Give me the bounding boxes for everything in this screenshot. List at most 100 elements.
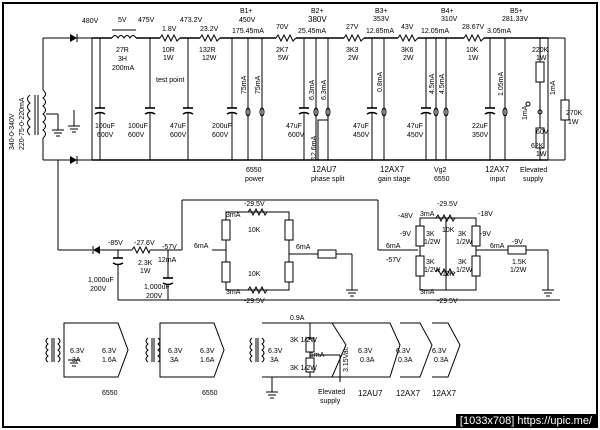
- lb-m295a: -29.5V: [244, 201, 265, 208]
- b1-voltage-label: 450V: [239, 17, 256, 24]
- rb-m295a: -29.5V: [437, 201, 458, 208]
- cap3-voltage: 600V: [170, 132, 187, 139]
- r5-watt-label: 2W: [403, 55, 414, 62]
- divider-current-a: 1mA: [522, 105, 529, 120]
- r4-value-label: 3K3: [346, 47, 359, 54]
- tube-6550-role: power: [245, 176, 265, 183]
- tube-12ax7-input-label: 12AX7: [485, 165, 510, 174]
- h2-tube: 6550: [202, 390, 218, 397]
- choke-drop-label: 5V: [118, 17, 127, 24]
- h3-elevated-2: supply: [320, 398, 341, 405]
- r3-drop-label: 70V: [276, 24, 289, 31]
- filter-capacitor: [182, 38, 194, 160]
- b4-voltage-label: 310V: [441, 16, 458, 23]
- elevated-label-1: Elevated: [520, 167, 547, 174]
- cap3-value: 47uF: [170, 123, 186, 130]
- choke-h-label: 3H: [118, 56, 127, 63]
- rb-m9c: -9V: [512, 239, 523, 246]
- cap2-voltage: 600V: [128, 132, 145, 139]
- cap4-voltage: 600V: [212, 132, 229, 139]
- rb-m9a: -9V: [400, 231, 411, 238]
- divider-current-b: 1mA: [550, 80, 557, 95]
- b2-voltage-label: 380V: [308, 15, 327, 24]
- h3-tube-12ax7a: 12AX7: [396, 389, 421, 398]
- r1-value-label: 10R: [162, 47, 175, 54]
- h3-tube-12ax7b: 12AX7: [432, 389, 457, 398]
- h3-tube-12au7: 12AU7: [358, 389, 383, 398]
- rb-3k-d-w: 1/2W: [456, 267, 473, 274]
- ground-symbol: [68, 125, 80, 133]
- ground-symbol: [52, 129, 64, 137]
- cap2-value: 100uF: [128, 123, 148, 130]
- load-126ma: 12.6mA: [311, 136, 318, 160]
- load-75ma-b: 75mA: [255, 75, 262, 94]
- heater-box-6550-a: [45, 322, 129, 378]
- h3-12ax7b-v: 6.3V: [432, 348, 447, 355]
- r2-drop-label: 23.2V: [200, 26, 219, 33]
- r2-watt-label: 12W: [202, 55, 217, 62]
- rb-10k-b: 10K: [442, 271, 455, 278]
- rb-m57: -57V: [386, 257, 401, 264]
- resistor-3k6: [397, 33, 419, 43]
- v475-label: 475V: [138, 17, 155, 24]
- lb-m295b: -29.5V: [244, 298, 265, 305]
- lb-10k-b: 10K: [248, 271, 261, 278]
- r6-drop-label: 28.67V: [462, 24, 485, 31]
- i25-label: 25.45mA: [298, 28, 326, 35]
- transformer-voltage-label: 340-0-340V: [9, 113, 16, 150]
- h3-elevated-1: Elevated: [318, 389, 345, 396]
- h3-divider-current: 1mA: [310, 352, 325, 359]
- cap1-value: 100uF: [95, 123, 115, 130]
- rb-15k: 1.5K: [512, 259, 527, 266]
- b1-name-label: B1+: [240, 8, 253, 15]
- h3-current: 0.9A: [290, 315, 305, 322]
- cap8-voltage: 350V: [472, 132, 489, 139]
- rb-3k-b: 3K: [458, 231, 467, 238]
- h1-secondary-v: 6.3V: [102, 348, 117, 355]
- main-transformer: [27, 38, 59, 160]
- resistor-132r: [199, 33, 221, 43]
- filter-capacitor: [484, 38, 496, 160]
- rb-3k-b-w: 1/2W: [456, 239, 473, 246]
- tube-12ax7-input-role: input: [490, 176, 505, 183]
- load-tap: [259, 38, 265, 160]
- r3-watt-label: 5W: [278, 55, 289, 62]
- h3-12ax7a-a: 0.3A: [398, 357, 413, 364]
- r6-watt-label: 1W: [468, 55, 479, 62]
- load-45ma-b: 4.5mA: [439, 73, 446, 94]
- i12-label: 12.85mA: [366, 28, 394, 35]
- r4-drop-label: 27V: [346, 24, 359, 31]
- resistor-10k-b5: [463, 33, 485, 43]
- elevated-label-2: supply: [523, 176, 544, 183]
- rb-6ma-b: 6mA: [490, 243, 505, 250]
- choke-i-label: 200mA: [112, 65, 135, 72]
- resistor-2k7: [275, 33, 297, 43]
- b2-name-label: B2+: [311, 8, 324, 15]
- bias-bridge-right: [378, 213, 549, 291]
- rb-m295b: -29.5V: [437, 298, 458, 305]
- lb-3ma-a: 3mA: [226, 212, 241, 219]
- rb-m9b: -9V: [480, 231, 491, 238]
- i1205-label: 12.05mA: [421, 28, 449, 35]
- rb-3k-c-w: 1/2W: [424, 267, 441, 274]
- elevated-tap: [537, 109, 543, 115]
- h1-tube: 6550: [102, 390, 118, 397]
- rb-3k-c: 3K: [426, 259, 435, 266]
- h2-secondary-v: 6.3V: [200, 348, 215, 355]
- b4-name-label: B4+: [441, 8, 454, 15]
- cap6-voltage: 450V: [353, 132, 370, 139]
- r62k-watt: 1W: [536, 151, 547, 158]
- test-point-label: test point: [156, 77, 184, 84]
- bias-v85: -85V: [108, 240, 123, 247]
- ground-symbol: [542, 289, 554, 297]
- r5-value-label: 3K6: [401, 47, 414, 54]
- bias-resistor: [131, 245, 151, 255]
- rectifier-diode-bottom: [43, 38, 93, 164]
- rb-3k-d: 3K: [458, 259, 467, 266]
- cap4-value: 200uF: [212, 123, 232, 130]
- choke-r-label: 27R: [116, 47, 129, 54]
- h2-primary-v: 6.3V: [168, 348, 183, 355]
- rb-10k-a: 10K: [442, 227, 455, 234]
- b5-name-label: B5+: [510, 8, 523, 15]
